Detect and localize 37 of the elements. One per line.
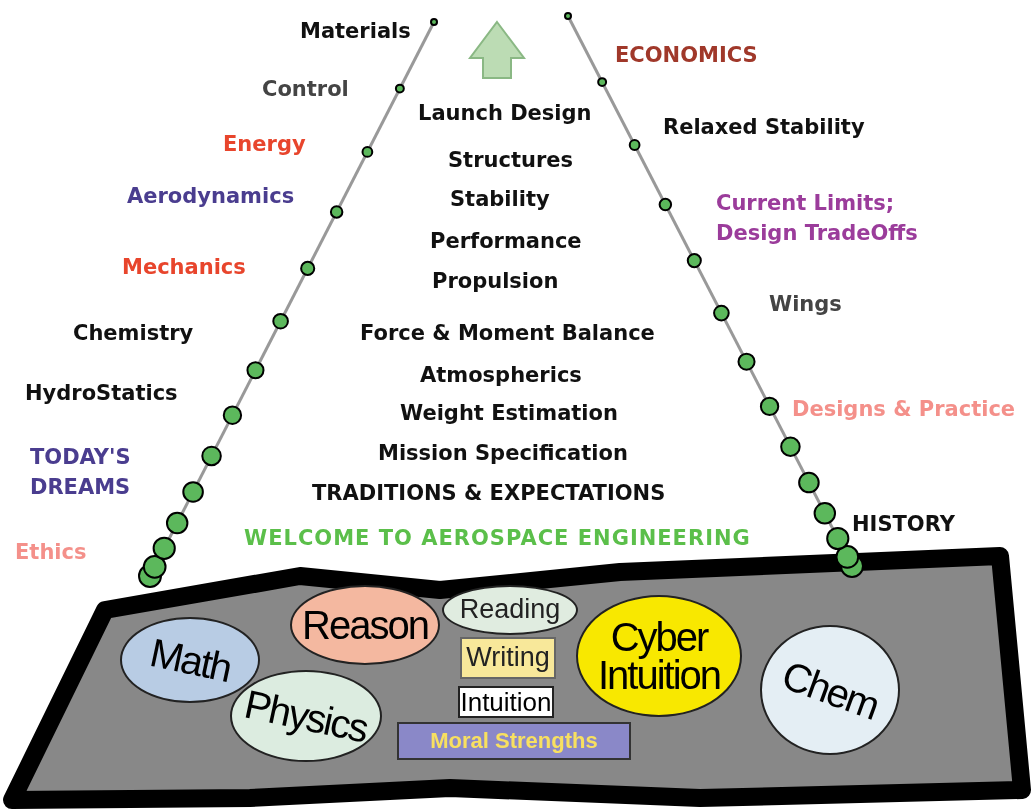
topic-label: Force & Moment Balance <box>360 320 655 347</box>
heading-text: WELCOME TO AEROSPACE ENGINEERING <box>244 525 751 552</box>
topic-label: Current Limits; Design TradeOffs <box>716 190 919 248</box>
topic-label: Mission Specification <box>378 440 628 467</box>
skill-box <box>397 722 631 760</box>
topic-label: Performance <box>430 228 582 255</box>
skill-label: Physics <box>241 684 371 748</box>
skill-label: Math <box>146 633 234 687</box>
topic-label: ECONOMICS <box>615 42 758 69</box>
topic-label: Launch Design <box>418 100 592 127</box>
skill-box <box>460 637 556 679</box>
skill-label: Writing <box>466 645 550 671</box>
skill-label: Cyber Intuition <box>596 618 722 694</box>
topic-label: TRADITIONS & EXPECTATIONS <box>312 480 666 507</box>
topic-label: Designs & Practice <box>792 396 1016 423</box>
skill-label: Chem <box>777 655 883 725</box>
topic-label: Chemistry <box>73 320 194 347</box>
topic-label: Control <box>262 76 349 103</box>
topic-label: Energy <box>223 131 306 158</box>
topic-label: Relaxed Stability <box>663 114 865 141</box>
topic-label: Propulsion <box>432 268 559 295</box>
topic-label: Structures <box>448 147 573 174</box>
topic-label: Stability <box>450 186 550 213</box>
topic-label: Ethics <box>15 539 87 566</box>
skill-label: Intuition <box>460 689 552 715</box>
skill-label: Reason <box>302 606 428 644</box>
topic-label: Aerodynamics <box>127 183 295 210</box>
topic-label: Wings <box>769 291 842 318</box>
skill-label: Reading <box>459 597 561 623</box>
topic-label: TODAY'S DREAMS <box>30 444 132 502</box>
topic-label: Mechanics <box>122 254 246 281</box>
topic-label: Weight Estimation <box>400 400 618 427</box>
topic-label: Atmospherics <box>420 362 582 389</box>
topic-label: HISTORY <box>852 511 955 538</box>
topic-label: HydroStatics <box>25 380 178 407</box>
skill-label: Moral Strengths <box>430 730 598 752</box>
topic-label: Materials <box>300 18 411 45</box>
